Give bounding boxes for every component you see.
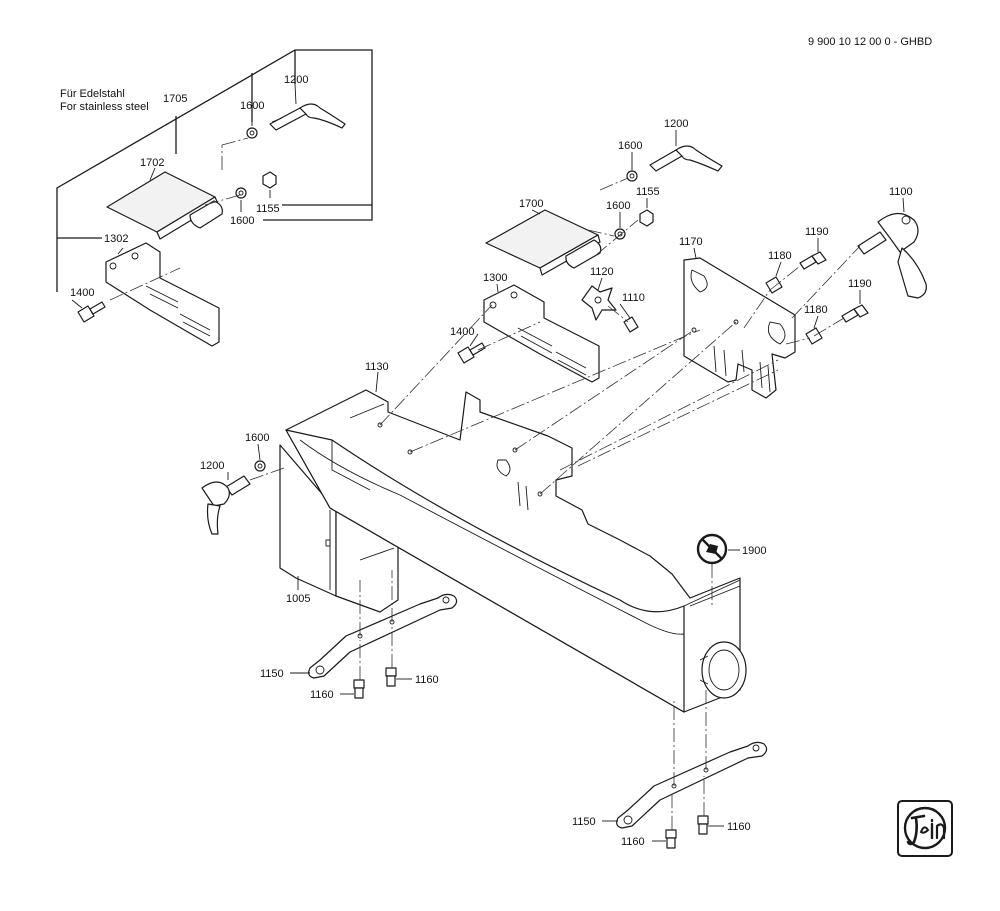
main-body-1130 [279, 389, 747, 713]
screw-1400-upper [457, 342, 486, 364]
clamp-lever-1100 [857, 212, 927, 299]
pin-1180-a [765, 276, 783, 294]
label-1702: 1702 [140, 157, 164, 169]
washer-1600-inset-b [235, 187, 247, 199]
fein-logo [897, 800, 953, 857]
label-1155-inset: 1155 [256, 203, 280, 215]
mounting-plate-1170 [683, 257, 796, 399]
washer-1600-inset-a [246, 127, 258, 139]
label-1180-b: 1180 [804, 304, 828, 316]
label-1150-lower: 1150 [572, 816, 596, 828]
label-1120: 1120 [590, 266, 614, 278]
clamp-lever-1200-inset [269, 103, 346, 131]
label-1600-upper-b: 1600 [606, 200, 630, 212]
warning-symbol-1900 [696, 533, 728, 565]
label-1160-c: 1160 [621, 836, 645, 848]
label-1005: 1005 [286, 593, 310, 605]
inset-note-en: For stainless steel [60, 101, 149, 113]
label-1900: 1900 [742, 545, 766, 557]
foot-1150-upper [308, 593, 458, 679]
washer-1600-upper-a [626, 170, 638, 182]
label-1190-a: 1190 [805, 226, 829, 238]
nut-1155-inset [262, 171, 277, 189]
label-1130: 1130 [365, 361, 389, 373]
label-1160-a: 1160 [310, 689, 334, 701]
washer-1600-upper-b [614, 228, 626, 240]
screw-1190-a [799, 251, 827, 270]
label-1705: 1705 [163, 93, 187, 105]
label-1200-upper: 1200 [664, 118, 688, 130]
nut-1155-upper [639, 209, 654, 227]
label-1600-inset-bottom: 1600 [230, 215, 254, 227]
inset-note-de: Für Edelstahl [60, 88, 125, 100]
inset-bracket-frame [56, 49, 373, 292]
clamp-lever-1200-upper [649, 145, 723, 172]
label-1200-left: 1200 [200, 460, 224, 472]
label-1400-upper: 1400 [450, 326, 474, 338]
label-1100: 1100 [889, 186, 913, 198]
clamping-plate-1700 [485, 209, 602, 276]
screw-1160-c [665, 829, 677, 849]
label-1170: 1170 [679, 236, 703, 248]
label-1180-a: 1180 [768, 250, 792, 262]
stainless-steel-inset: Für Edelstahl For stainless steel [56, 49, 373, 347]
foot-1150-lower [616, 741, 768, 829]
label-1300: 1300 [483, 272, 507, 284]
label-1600-left: 1600 [245, 432, 269, 444]
clamp-lever-1200-left [201, 475, 251, 535]
label-1400-inset: 1400 [70, 287, 94, 299]
screw-1160-a [353, 679, 365, 699]
screw-1400-inset [77, 301, 106, 323]
label-1150-upper: 1150 [260, 668, 284, 680]
label-1600-upper-a: 1600 [618, 140, 642, 152]
bracket-1300 [483, 284, 600, 383]
bracket-1302 [105, 242, 220, 347]
label-1160-d: 1160 [727, 821, 751, 833]
screw-1160-d [697, 815, 709, 835]
front-panel-1005 [325, 510, 395, 590]
washer-1600-left [254, 460, 266, 472]
label-1190-b: 1190 [848, 278, 872, 290]
label-1700: 1700 [519, 198, 543, 210]
label-1155-upper: 1155 [636, 186, 660, 198]
label-1160-b: 1160 [415, 674, 439, 686]
leader-lines [71, 83, 905, 842]
screw-1160-b [385, 667, 397, 687]
clamping-plate-1702 [106, 171, 223, 240]
label-1110: 1110 [622, 292, 645, 304]
screw-1190-b [841, 304, 869, 323]
part-labels: 1705 1200 1600 1702 1600 1155 1302 1400 … [70, 74, 913, 848]
label-1600-inset-top: 1600 [240, 100, 264, 112]
label-1302: 1302 [104, 233, 128, 245]
label-1200-inset: 1200 [284, 74, 308, 86]
assembly-lines [249, 177, 861, 830]
screw-1110 [623, 316, 639, 333]
document-code: 9 900 10 12 00 0 - GHBD [808, 36, 932, 48]
star-knob-1120 [581, 285, 617, 321]
